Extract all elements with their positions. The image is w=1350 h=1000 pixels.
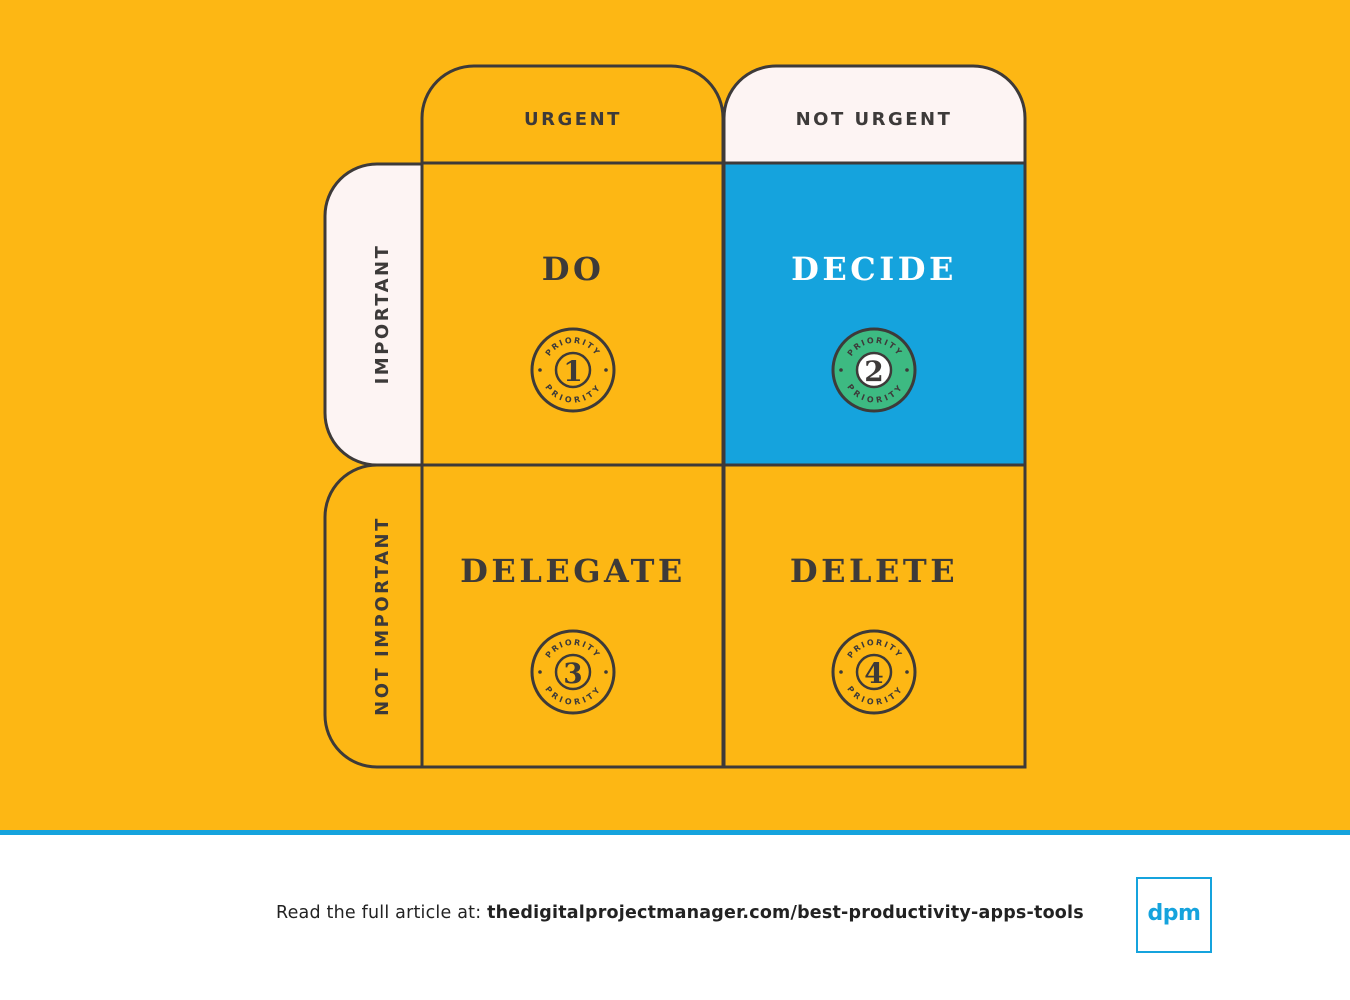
row-label-important: IMPORTANT (372, 244, 393, 385)
quadrant-delegate (420, 463, 725, 769)
footer-divider (0, 830, 1350, 835)
row-tab-important (323, 162, 424, 467)
eisenhower-matrix: URGENT NOT URGENT IMPORTANT NOT IMPORTAN… (323, 64, 1027, 769)
column-tab-urgent (420, 64, 725, 165)
badge-4-number: 4 (864, 657, 883, 690)
quadrant-delete (722, 463, 1027, 769)
quadrant-title-delegate: DELEGATE (460, 552, 686, 590)
row-label-not-important: NOT IMPORTANT (372, 516, 393, 716)
column-tab-not-urgent (722, 64, 1027, 165)
quadrant-title-decide: DECIDE (791, 250, 957, 288)
dpm-logo-text: dpm (1147, 900, 1201, 926)
footer-url-link[interactable]: thedigitalprojectmanager.com/best-produc… (487, 903, 1084, 923)
row-tab-not-important (323, 463, 424, 769)
badge-1-number: 1 (563, 355, 582, 388)
footer-prefix: Read the full article at: (276, 903, 482, 923)
quadrant-decide (722, 161, 1027, 467)
priority-badge-2: PRIORITY PRIORITY 2 (831, 327, 917, 413)
column-label-not-urgent: NOT URGENT (796, 109, 953, 130)
quadrant-title-delete: DELETE (790, 552, 958, 590)
footer-line: Read the full article at: thedigitalproj… (276, 903, 1084, 923)
priority-badge-4: PRIORITY PRIORITY 4 (831, 629, 917, 715)
quadrant-title-do: DO (542, 250, 605, 288)
quadrant-do (420, 161, 725, 467)
dpm-logo[interactable]: dpm (1136, 877, 1212, 953)
badge-3-number: 3 (563, 657, 582, 690)
column-label-urgent: URGENT (524, 109, 622, 130)
priority-badge-1: PRIORITY PRIORITY 1 (530, 327, 616, 413)
priority-badge-3: PRIORITY PRIORITY 3 (530, 629, 616, 715)
badge-2-number: 2 (864, 355, 883, 388)
